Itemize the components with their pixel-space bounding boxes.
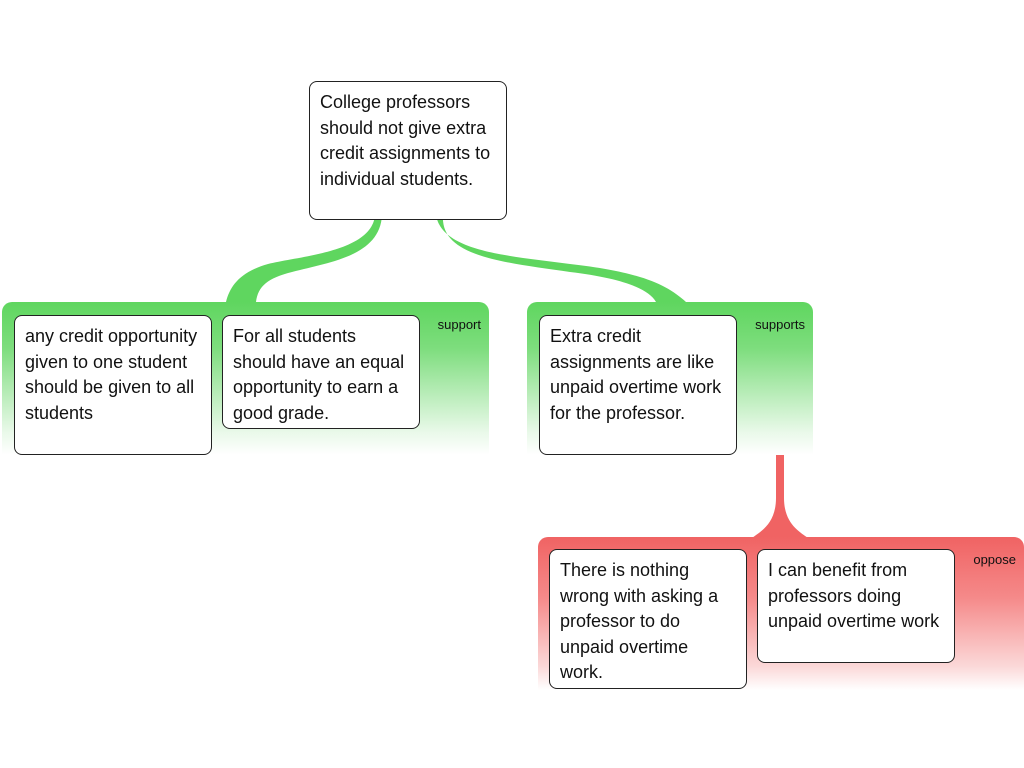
main-claim-text: College professors should not give extra… (320, 92, 491, 189)
oppose-connector (752, 386, 808, 538)
reason-text: any credit opportunity given to one stud… (25, 326, 198, 423)
reason-text: Extra credit assignments are like unpaid… (550, 326, 722, 423)
supports-group-label: supports (755, 317, 805, 332)
support-left-connector (226, 215, 382, 302)
reason-box[interactable]: any credit opportunity given to one stud… (14, 315, 212, 455)
support-group-label: support (437, 317, 481, 332)
objection-text: I can benefit from professors doing unpa… (768, 560, 940, 631)
objection-box[interactable]: There is nothing wrong with asking a pro… (549, 549, 747, 689)
objection-box[interactable]: I can benefit from professors doing unpa… (757, 549, 955, 663)
main-claim-box[interactable]: College professors should not give extra… (309, 81, 507, 220)
support-right-connector (436, 215, 686, 302)
reason-box[interactable]: For all students should have an equal op… (222, 315, 420, 429)
objection-text: There is nothing wrong with asking a pro… (560, 560, 719, 682)
oppose-group-label: oppose (973, 552, 1016, 567)
reason-text: For all students should have an equal op… (233, 326, 405, 423)
reason-box[interactable]: Extra credit assignments are like unpaid… (539, 315, 737, 455)
